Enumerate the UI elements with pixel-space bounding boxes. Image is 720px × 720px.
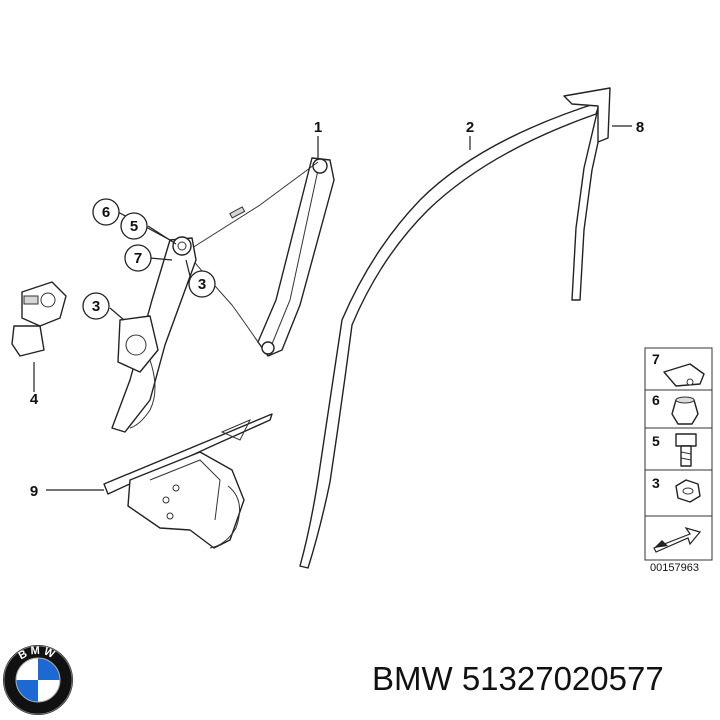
callout-label-3-upper: 3 (198, 276, 206, 293)
callout-3-lower: 3 (82, 292, 110, 320)
callout-label-6: 6 (102, 204, 110, 221)
callout-label-2: 2 (466, 119, 474, 136)
callout-label-1: 1 (314, 119, 322, 136)
legend-item-6: 6 (652, 392, 660, 408)
hardware-legend: 7 6 5 3 (644, 347, 713, 561)
regulator-bracket-assembly (111, 236, 197, 433)
callout-7: 7 (124, 244, 152, 272)
corner-trim-part-8 (563, 87, 611, 143)
bmw-logo-letters: BMW (17, 645, 57, 663)
clip-nut-icon (663, 363, 705, 387)
direction-arrow-icon (653, 526, 702, 553)
diagram-reference-id: 00157963 (650, 562, 699, 574)
callout-6: 6 (92, 198, 120, 226)
legend-item-5: 5 (652, 433, 660, 449)
callout-label-5: 5 (130, 218, 138, 235)
callout-label-9: 9 (30, 483, 38, 500)
bmw-logo: BMW (3, 645, 73, 715)
callout-label-8: 8 (636, 119, 644, 136)
callout-label-7: 7 (134, 250, 142, 267)
callout-5: 5 (120, 212, 148, 240)
callout-4: 4 (30, 391, 39, 408)
window-guide-part-9 (103, 413, 273, 549)
callout-9: 9 (30, 483, 38, 500)
callout-3-upper: 3 (188, 270, 216, 298)
window-motor-part-4 (11, 281, 67, 357)
bolt-icon (675, 433, 697, 447)
callout-1: 1 (314, 119, 322, 136)
legend-item-3: 3 (652, 475, 660, 491)
part-number-caption: BMW 51327020577 (372, 660, 664, 697)
callout-8: 8 (636, 119, 644, 136)
callout-label-3-lower: 3 (92, 298, 100, 315)
callout-label-4: 4 (30, 391, 39, 408)
callout-2: 2 (466, 119, 474, 136)
legend-item-7: 7 (652, 351, 660, 367)
svg-text:BMW: BMW (17, 645, 60, 663)
rivet-nut-icon (671, 399, 699, 425)
window-regulator-part-1 (185, 157, 335, 357)
window-frame-seal-part-2 (299, 99, 607, 569)
leader-lines (33, 125, 632, 491)
